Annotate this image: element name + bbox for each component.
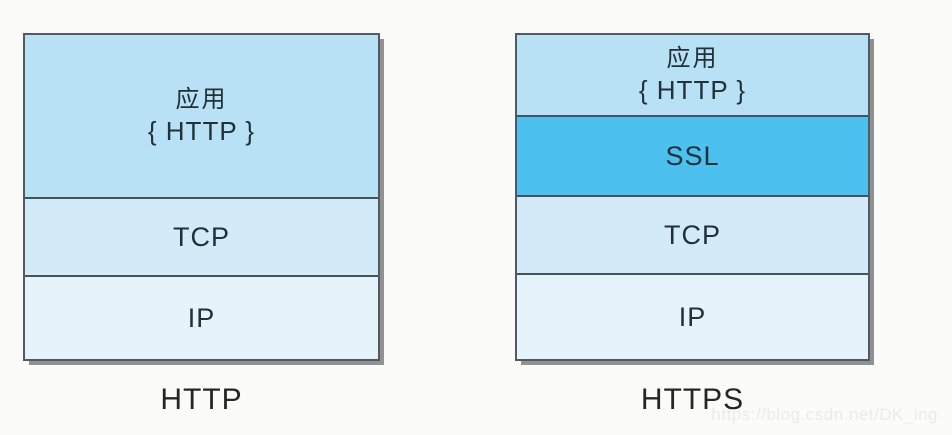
http-application-layer: 应用 { HTTP } [25,35,378,197]
https-ip-layer: IP [517,273,868,359]
application-layer-label-protocol: { HTTP } [638,74,747,105]
tcp-layer-label: TCP [664,219,721,250]
tcp-layer-label: TCP [173,221,230,252]
ip-layer-label: IP [678,301,707,332]
https-tcp-layer: TCP [517,195,868,273]
http-stack-caption: HTTP [160,383,243,416]
ssl-layer-label: SSL [665,140,720,171]
ip-layer-label: IP [187,302,216,333]
http-ip-layer: IP [25,275,378,359]
https-ssl-layer: SSL [517,115,868,195]
https-application-layer: 应用 { HTTP } [517,35,868,115]
application-layer-label-zh: 应用 [175,85,228,113]
application-layer-label-zh: 应用 [666,44,719,72]
https-stack-caption: HTTPS [640,383,745,416]
application-layer-label-protocol: { HTTP } [147,115,256,146]
http-tcp-layer: TCP [25,197,378,275]
csdn-watermark: https://blog.csdn.net/DK_ing [711,405,938,424]
https-protocol-stack: 应用 { HTTP } SSL TCP IP [515,33,870,361]
http-protocol-stack: 应用 { HTTP } TCP IP [23,33,380,361]
